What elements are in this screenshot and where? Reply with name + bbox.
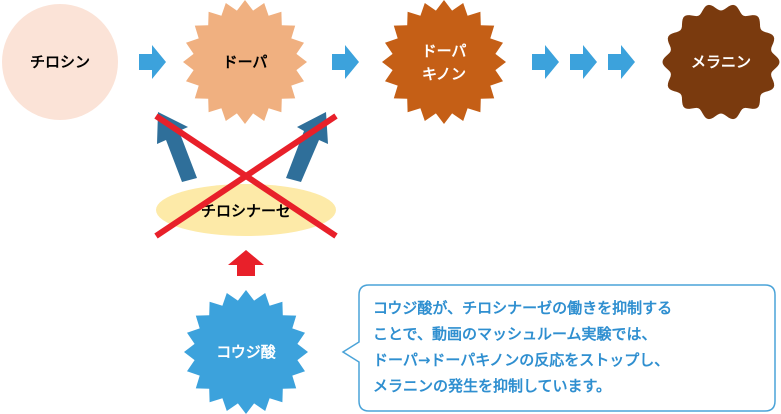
tyrosine-circle xyxy=(2,4,118,120)
flow-arrow-1 xyxy=(139,45,166,79)
kojic-acid-starburst xyxy=(184,290,308,414)
tyrosinase-ellipse xyxy=(156,184,336,236)
node-melanin: メラニン xyxy=(662,4,780,120)
node-kojic-acid: コウジ酸 xyxy=(184,290,308,414)
dopaquinone-starburst xyxy=(382,0,506,124)
callout-line-4: メラニンの発生を抑制しています。 xyxy=(373,377,612,395)
node-dopaquinone: ドーパ キノン xyxy=(382,0,506,124)
melanin-label: メラニン xyxy=(691,53,751,71)
kojic-acid-label: コウジ酸 xyxy=(216,343,276,361)
dopaquinone-label-line1: ドーパ xyxy=(422,42,467,60)
callout-bubble xyxy=(341,284,776,412)
flow-arrow-3 xyxy=(532,45,559,79)
inhibit-arrow xyxy=(228,250,264,276)
dopaquinone-label-line2: キノン xyxy=(422,65,466,83)
dopa-starburst xyxy=(183,0,307,124)
flow-arrow-4 xyxy=(570,45,597,79)
callout-line-3: ドーパ→ドーパキノンの反応をストップし、 xyxy=(373,351,670,369)
node-tyrosine: チロシン xyxy=(2,4,118,120)
callout-line-2: ことで、動画のマッシュルーム実験では、 xyxy=(373,325,657,343)
flow-arrow-5 xyxy=(608,45,635,79)
tyrosinase-label: チロシナーゼ xyxy=(201,202,291,220)
cross-line-2 xyxy=(154,113,338,239)
node-dopa: ドーパ xyxy=(183,0,307,124)
node-tyrosinase: チロシナーゼ xyxy=(156,184,336,236)
dopa-label: ドーパ xyxy=(223,53,268,71)
callout-line-1: コウジ酸が、チロシナーゼの働きを抑制する xyxy=(373,299,673,317)
enzyme-arrow-left xyxy=(157,112,197,182)
inhibition-cross xyxy=(154,113,338,239)
flow-arrow-2 xyxy=(332,45,359,79)
tyrosine-label: チロシン xyxy=(30,53,90,71)
melanin-blob xyxy=(662,4,780,120)
callout-text: コウジ酸が、チロシナーゼの働きを抑制する ことで、動画のマッシュルーム実験では、… xyxy=(357,285,775,411)
